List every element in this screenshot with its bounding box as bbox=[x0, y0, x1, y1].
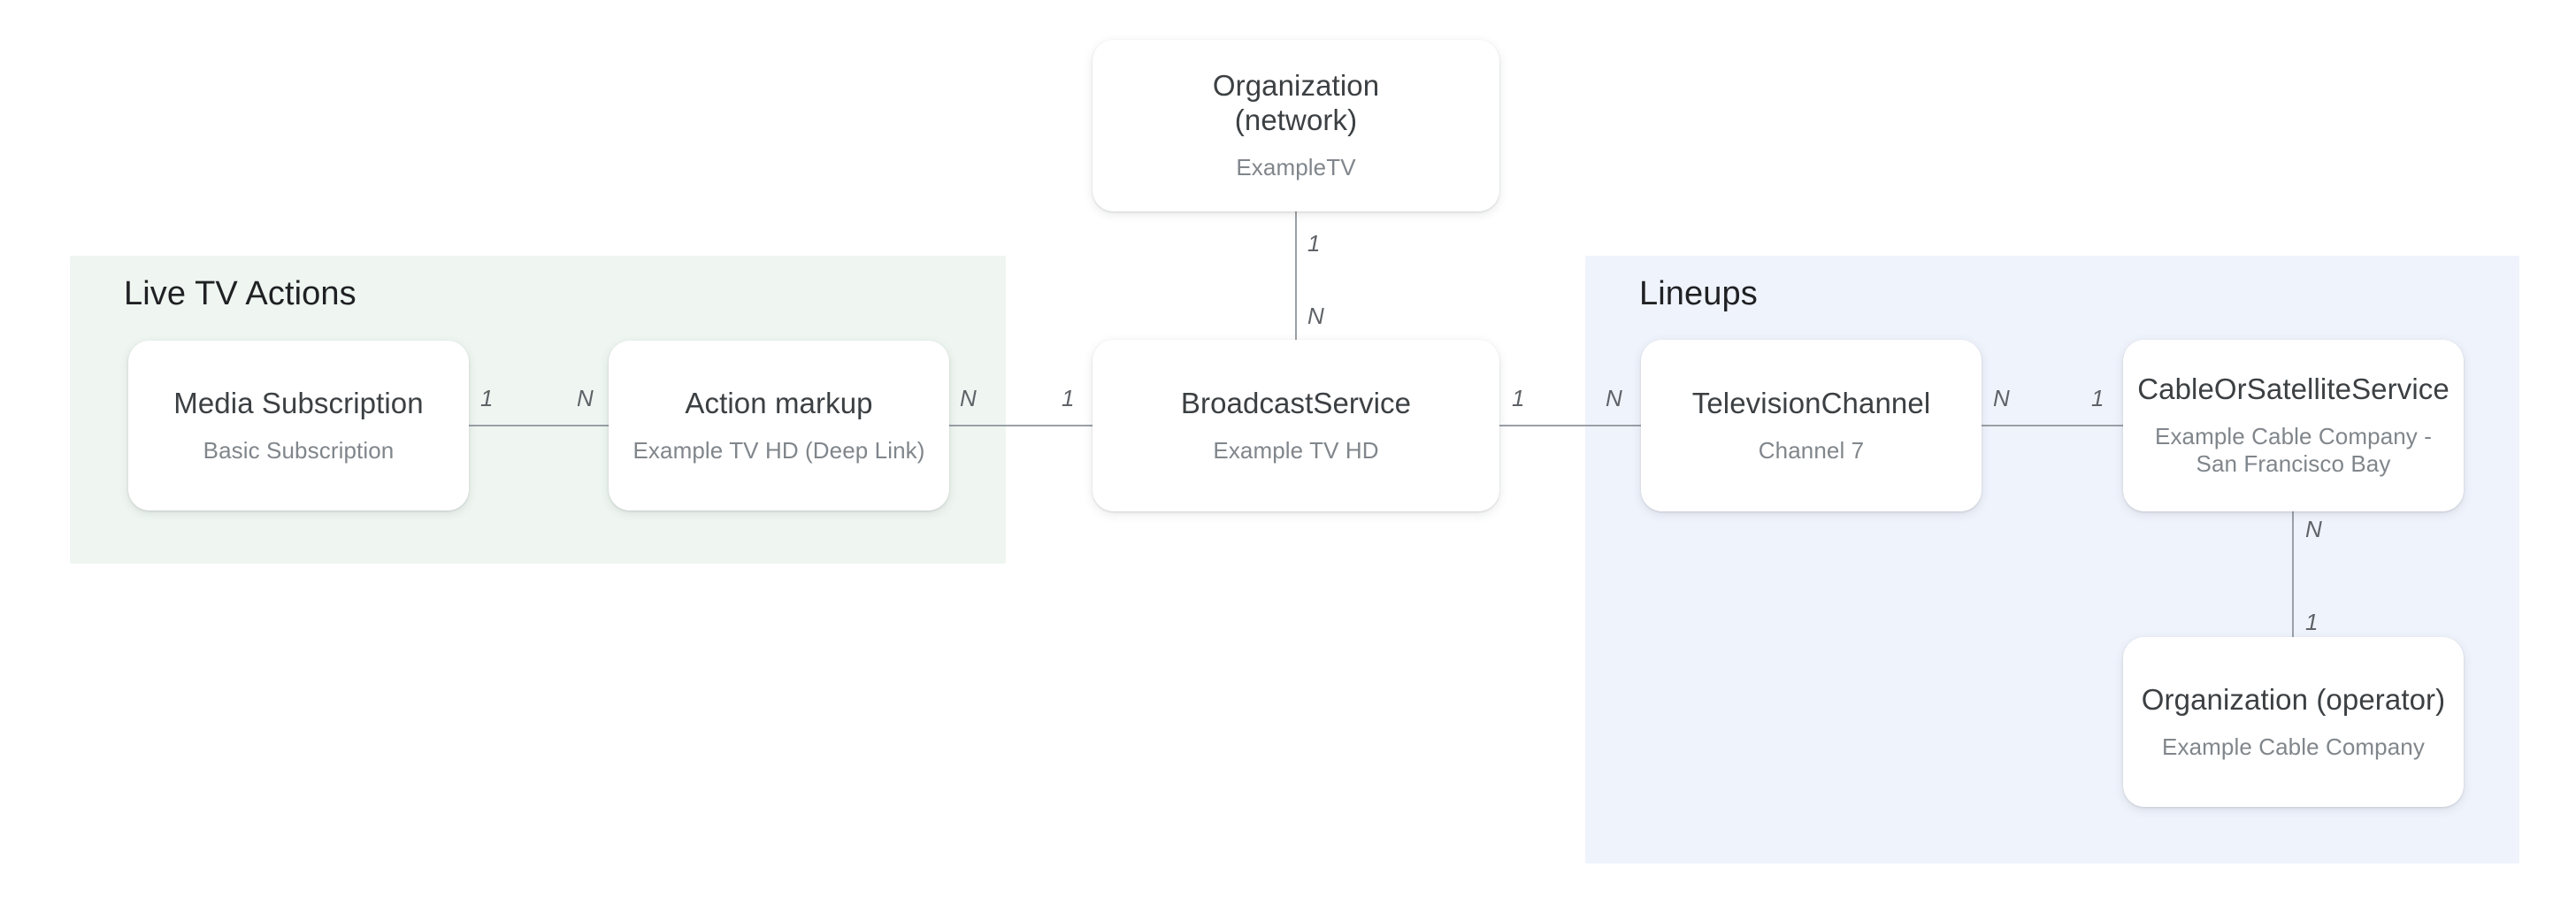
cardinality-television-channel-right: N bbox=[1993, 385, 2010, 411]
cardinality-broadcast-service-left: 1 bbox=[1062, 385, 1075, 411]
node-action-markup[interactable]: Action markup Example TV HD (Deep Link) bbox=[609, 341, 949, 511]
node-subtitle-cable-or-satellite-service: Example Cable Company - San Francisco Ba… bbox=[2155, 423, 2432, 478]
cardinality-cable-or-satellite-service-bottom: N bbox=[2305, 516, 2322, 542]
cardinality-org-network-bottom: 1 bbox=[1307, 230, 1321, 257]
node-title-organization-network: Organization (network) bbox=[1212, 69, 1380, 137]
cardinality-media-subscription-right: 1 bbox=[480, 385, 494, 411]
edge-television-channel-to-cable-or-satellite-service bbox=[1981, 425, 2124, 426]
node-cable-or-satellite-service[interactable]: CableOrSatelliteService Example Cable Co… bbox=[2123, 340, 2464, 511]
node-title-organization-operator: Organization (operator) bbox=[2141, 682, 2446, 716]
node-subtitle-television-channel: Channel 7 bbox=[1758, 436, 1865, 464]
node-organization-operator[interactable]: Organization (operator) Example Cable Co… bbox=[2123, 637, 2464, 807]
node-subtitle-action-markup: Example TV HD (Deep Link) bbox=[632, 436, 925, 464]
node-subtitle-media-subscription: Basic Subscription bbox=[203, 436, 395, 464]
cardinality-action-markup-right: N bbox=[960, 385, 977, 411]
node-subtitle-broadcast-service: Example TV HD bbox=[1213, 436, 1379, 464]
node-media-subscription[interactable]: Media Subscription Basic Subscription bbox=[128, 341, 469, 511]
cardinality-television-channel-left: N bbox=[1606, 385, 1622, 411]
edge-cable-or-satellite-service-to-organization-operator bbox=[2292, 511, 2294, 638]
node-subtitle-organization-network: ExampleTV bbox=[1236, 154, 1356, 181]
node-title-action-markup: Action markup bbox=[685, 386, 873, 419]
node-title-cable-or-satellite-service: CableOrSatelliteService bbox=[2137, 372, 2450, 406]
node-title-broadcast-service: BroadcastService bbox=[1180, 386, 1412, 419]
edge-action-markup-to-broadcast-service bbox=[947, 425, 1093, 426]
edge-org-network-to-broadcast-service bbox=[1295, 211, 1297, 341]
cardinality-broadcast-service-top: N bbox=[1307, 303, 1324, 329]
node-title-television-channel: TelevisionChannel bbox=[1691, 386, 1931, 419]
node-broadcast-service[interactable]: BroadcastService Example TV HD bbox=[1092, 340, 1499, 511]
cardinality-broadcast-service-right: 1 bbox=[1512, 385, 1525, 411]
edge-broadcast-service-to-television-channel bbox=[1499, 425, 1642, 426]
group-title-live-tv-actions: Live TV Actions bbox=[124, 275, 356, 312]
node-subtitle-organization-operator: Example Cable Company bbox=[2162, 733, 2425, 760]
cardinality-action-markup-left: N bbox=[577, 385, 594, 411]
node-television-channel[interactable]: TelevisionChannel Channel 7 bbox=[1641, 340, 1982, 511]
node-organization-network[interactable]: Organization (network) ExampleTV bbox=[1092, 40, 1499, 211]
group-title-lineups: Lineups bbox=[1639, 275, 1758, 312]
cardinality-organization-operator-top: 1 bbox=[2305, 609, 2319, 635]
cardinality-cable-or-satellite-service-left: 1 bbox=[2091, 385, 2104, 411]
node-title-media-subscription: Media Subscription bbox=[173, 386, 424, 419]
edge-media-subscription-to-action-markup bbox=[468, 425, 610, 426]
